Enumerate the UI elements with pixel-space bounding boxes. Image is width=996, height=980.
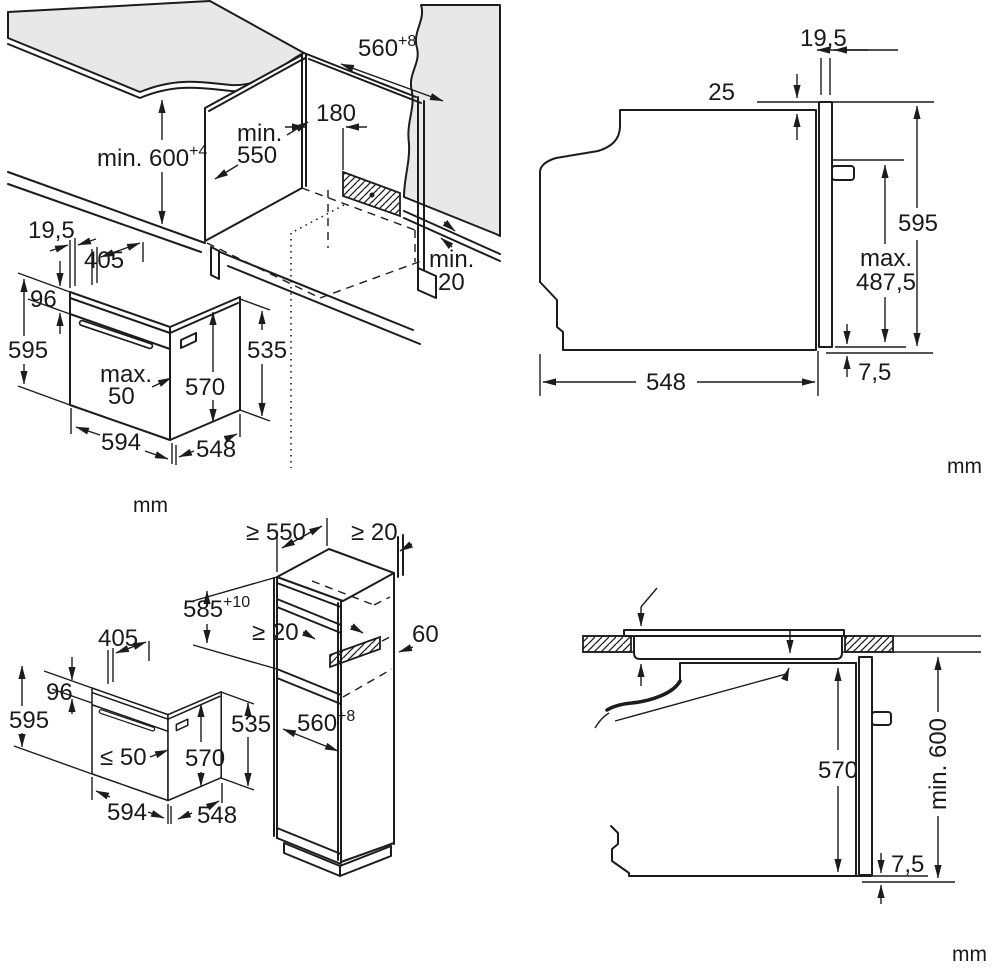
dim-body-height: 535 xyxy=(247,337,287,364)
dim-niche-height: 585+10 xyxy=(183,594,250,623)
dim-base-offset-br: 7,5 xyxy=(891,851,924,878)
vent-dot xyxy=(369,192,375,198)
oven-door-slab xyxy=(818,101,833,348)
dim-top-depth-bl: 405 xyxy=(98,625,138,652)
dim-counter-height: min. 600+4 xyxy=(97,143,207,172)
dim-panel-height: 96 xyxy=(30,286,57,313)
dim-total-height-bl: 595 xyxy=(9,707,49,734)
dim-oven-height-br: 570 xyxy=(818,757,858,784)
dim-recess-1: max. xyxy=(860,245,912,272)
dim-wall-gap-1: min. xyxy=(429,246,474,273)
dim-cabinet-depth: ≥ 550 xyxy=(246,519,306,546)
dim-panel-height-bl: 96 xyxy=(46,679,73,706)
dim-width: 594 xyxy=(101,429,141,456)
dim-cable-2: 50 xyxy=(108,383,135,410)
figure-under-counter-niche: min. 600+4 560+8 min. 550 180 min. 20 19… xyxy=(7,0,501,517)
dim-depth-bl: 548 xyxy=(197,802,237,829)
dim-depth: 548 xyxy=(196,436,236,463)
unit-label-top-right: mm xyxy=(947,455,982,478)
dim-depth-side: 548 xyxy=(646,369,686,396)
dim-vent-size: 60 xyxy=(412,621,439,648)
dim-body-height-bl: 535 xyxy=(231,711,271,738)
figure-tall-cabinet: ≥ 550 ≥ 20 585+10 ≥ 20 60 560+8 405 96 5… xyxy=(9,518,439,877)
dim-cable-bl: ≤ 50 xyxy=(100,744,147,771)
unit-label-bottom-right: mm xyxy=(952,943,987,966)
dim-wall-gap-2: 20 xyxy=(438,269,465,296)
oven-side-body xyxy=(539,109,817,351)
dim-niche-width: 560+8 xyxy=(358,33,416,62)
dim-cable-1: max. xyxy=(100,361,152,388)
dim-front-height-bl: 570 xyxy=(185,745,225,772)
dim-vent-gap: ≥ 20 xyxy=(252,619,299,646)
dim-total-height: 595 xyxy=(8,337,48,364)
oven-door-slab-br xyxy=(858,656,873,876)
tall-cabinet-shape xyxy=(273,534,404,877)
dim-niche-depth-2: 550 xyxy=(237,142,277,169)
dim-total-height-side: 595 xyxy=(898,210,938,237)
dim-recess-2: 487,5 xyxy=(856,269,916,296)
wall-edge xyxy=(397,534,404,578)
figure-side-section: 19,5 25 595 max. 487,5 7,5 548 mm xyxy=(539,25,982,478)
dim-door-thickness-side: 19,5 xyxy=(800,25,847,52)
hob-body xyxy=(633,635,843,660)
dim-door-thickness: 19,5 xyxy=(28,217,75,244)
dim-top-depth: 405 xyxy=(84,247,124,274)
dim-width-bl: 594 xyxy=(107,799,147,826)
fixing-lug-br xyxy=(871,711,892,726)
dim-floor-clearance: min. 600 xyxy=(925,718,952,810)
dim-top-offset: 25 xyxy=(708,79,735,106)
hidden-edges xyxy=(206,102,425,468)
dim-niche-depth-1: min. xyxy=(237,120,282,147)
figure-section-with-hob: 570 min. 600 7,5 mm xyxy=(582,587,987,966)
unit-label-top-left: mm xyxy=(133,494,168,517)
worktop-hatch-right xyxy=(844,635,894,653)
dim-front-height: 570 xyxy=(185,374,225,401)
worktop-hatch-left xyxy=(582,635,632,653)
vent-slot-hatch xyxy=(329,635,381,669)
dim-niche-width-bl: 560+8 xyxy=(297,708,355,737)
fixing-lug xyxy=(831,165,855,181)
dim-base-offset: 7,5 xyxy=(858,359,891,386)
dim-wall-gap-bl: ≥ 20 xyxy=(351,519,398,546)
dim-vent-offset: 180 xyxy=(316,100,356,127)
